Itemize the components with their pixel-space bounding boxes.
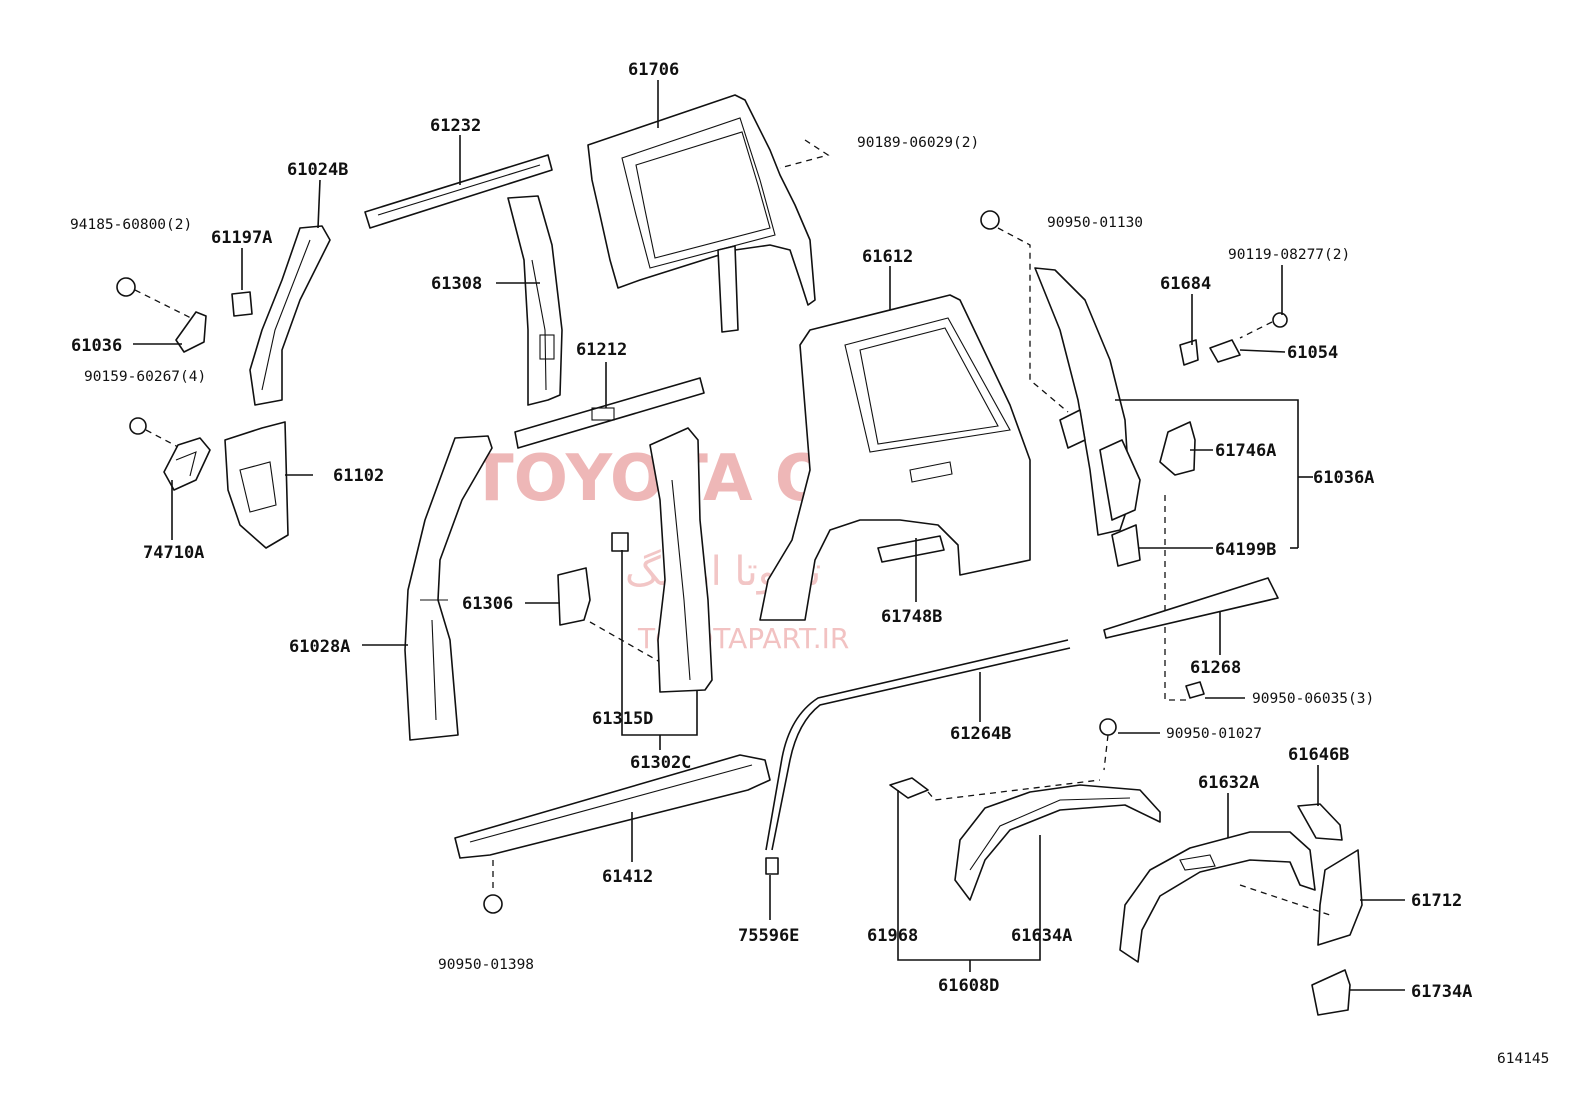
part-61632A-drawing xyxy=(1119,831,1316,963)
label-61706: 61706 xyxy=(628,60,679,80)
part-75596E-drawing xyxy=(765,857,779,875)
label-90950-06035: 90950-06035(3) xyxy=(1252,691,1374,707)
part-61268-drawing xyxy=(1103,577,1279,639)
label-61308: 61308 xyxy=(431,274,482,294)
part-61315D-drawing xyxy=(611,532,629,552)
label-64199B: 64199B xyxy=(1215,540,1276,560)
label-61608D: 61608D xyxy=(938,976,999,996)
label-61028A: 61028A xyxy=(289,637,350,657)
part-61036-drawing xyxy=(116,277,207,353)
label-61036: 61036 xyxy=(71,336,122,356)
label-61302C: 61302C xyxy=(630,753,691,773)
label-61612: 61612 xyxy=(862,247,913,267)
part-61302C-drawing xyxy=(649,427,713,693)
label-94185-60800: 94185-60800(2) xyxy=(70,217,192,233)
part-90950-01398-drawing xyxy=(483,860,503,914)
label-61632A: 61632A xyxy=(1198,773,1259,793)
label-90950-01398: 90950-01398 xyxy=(438,957,534,973)
part-61102-drawing xyxy=(224,421,289,549)
part-61608D-drawing xyxy=(889,718,1161,901)
label-61264B: 61264B xyxy=(950,724,1011,744)
part-61306-drawing xyxy=(557,567,591,626)
part-61232-drawing xyxy=(364,154,553,229)
part-61748B-drawing xyxy=(877,535,945,563)
part-74710A-drawing xyxy=(129,417,211,491)
label-61748B: 61748B xyxy=(881,607,942,627)
label-90950-01027: 90950-01027 xyxy=(1166,726,1262,742)
part-61197A-drawing xyxy=(231,291,253,317)
part-61612-drawing xyxy=(759,294,1031,621)
label-61212: 61212 xyxy=(576,340,627,360)
part-61036A-drawing xyxy=(980,210,1141,536)
part-61712-drawing xyxy=(1239,849,1363,946)
part-61746A-drawing xyxy=(1159,421,1196,476)
label-61024B: 61024B xyxy=(287,160,348,180)
label-61315D: 61315D xyxy=(592,709,653,729)
part-61024B-drawing xyxy=(249,225,331,406)
part-61264B-drawing xyxy=(765,639,1071,851)
label-61734A: 61734A xyxy=(1411,982,1472,1002)
label-61968: 61968 xyxy=(867,926,918,946)
label-61412: 61412 xyxy=(602,867,653,887)
leader-lines xyxy=(133,80,1405,991)
label-61268: 61268 xyxy=(1190,658,1241,678)
label-61746A: 61746A xyxy=(1215,441,1276,461)
part-61212-drawing xyxy=(514,377,705,449)
part-64199B-drawing xyxy=(1111,495,1190,701)
part-61308-drawing xyxy=(507,195,563,406)
label-90189-06029: 90189-06029(2) xyxy=(857,135,979,151)
part-61646B-drawing xyxy=(1297,803,1343,841)
label-61712: 61712 xyxy=(1411,891,1462,911)
dash-61306 xyxy=(589,621,661,663)
label-61036A: 61036A xyxy=(1313,468,1374,488)
label-90119-08277: 90119-08277(2) xyxy=(1228,247,1350,263)
part-61028A-drawing xyxy=(404,435,493,741)
diagram-id: 614145 xyxy=(1497,1051,1549,1067)
label-90159-60267: 90159-60267(4) xyxy=(84,369,206,385)
part-61706-drawing xyxy=(587,94,816,333)
part-61734A-drawing xyxy=(1311,969,1351,1016)
part-90950-06035-drawing xyxy=(1185,681,1205,699)
label-61646B: 61646B xyxy=(1288,745,1349,765)
label-61197A: 61197A xyxy=(211,228,272,248)
label-61306: 61306 xyxy=(462,594,513,614)
label-75596E: 75596E xyxy=(738,926,799,946)
label-61634A: 61634A xyxy=(1011,926,1072,946)
label-90950-01130: 90950-01130 xyxy=(1047,215,1143,231)
label-61102: 61102 xyxy=(333,466,384,486)
part-61412-drawing xyxy=(454,754,771,859)
part-61054-drawing xyxy=(1179,312,1288,366)
label-61054: 61054 xyxy=(1287,343,1338,363)
label-61232: 61232 xyxy=(430,116,481,136)
label-61684: 61684 xyxy=(1160,274,1211,294)
label-74710A: 74710A xyxy=(143,543,204,563)
